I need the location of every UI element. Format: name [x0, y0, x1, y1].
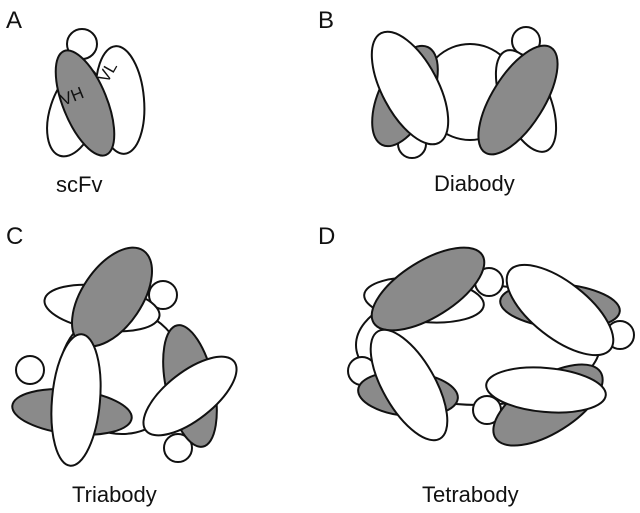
panel-d: D Tetrabody — [318, 223, 635, 507]
panel-b: B Diabody — [318, 7, 559, 196]
panel-c: C Triabody — [6, 223, 238, 507]
triabody-vl-right — [142, 355, 238, 437]
triabody-linker-circle-bottom — [163, 433, 193, 463]
vh-domain — [54, 49, 116, 157]
triabody-linker-circle-top — [148, 280, 178, 310]
panel-a: A VH VL scFv — [6, 7, 146, 197]
panel-d-caption: Tetrabody — [422, 482, 519, 507]
tetrabody-vh-top-left — [370, 246, 486, 332]
panel-d-letter: D — [318, 223, 335, 250]
tetrabody-vl-bottom-right — [485, 366, 607, 414]
panel-b-caption: Diabody — [434, 171, 515, 196]
panel-b-letter: B — [318, 7, 334, 34]
panel-c-letter: C — [6, 223, 23, 250]
panel-a-caption: scFv — [56, 172, 102, 197]
triabody-linker-circle-left — [15, 355, 45, 385]
panel-a-letter: A — [6, 7, 22, 34]
diabody-vh-right — [477, 44, 559, 156]
tetrabody-vl-top-right — [505, 263, 615, 357]
tetrabody-vl-bottom-left — [369, 328, 449, 442]
triabody-vl-left — [50, 333, 102, 467]
panel-c-caption: Triabody — [72, 482, 157, 507]
diabody-vl-left — [370, 30, 450, 146]
